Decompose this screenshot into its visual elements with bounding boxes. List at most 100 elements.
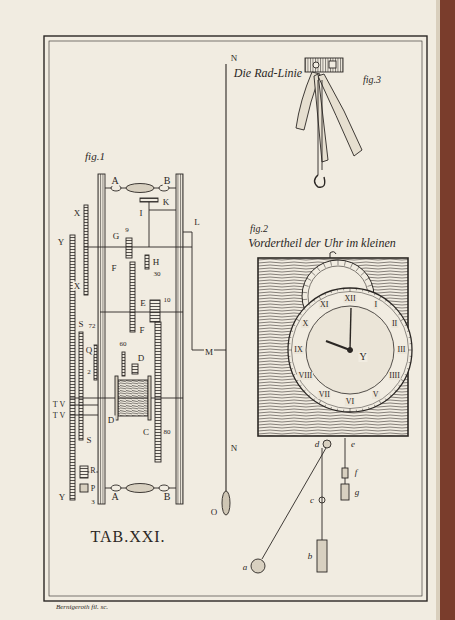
clock-movement-part: [111, 485, 121, 491]
engraving-part-part: [356, 288, 357, 290]
engraving-part-part: [351, 263, 353, 268]
part-letter: T V: [52, 401, 66, 409]
part-letter: L: [193, 218, 201, 227]
engraving-part-part: [390, 304, 391, 305]
engraving-part-part: [330, 407, 332, 409]
suspension-spring-part: [314, 74, 328, 162]
suspension-spring-part: [315, 175, 325, 187]
clock-front: [258, 252, 412, 436]
clock-movement-part: [126, 484, 154, 493]
engraving-part-part: [344, 261, 345, 266]
clock-front-part: [288, 288, 412, 412]
clock-front-part: [292, 292, 409, 409]
engraving-part-part: [374, 405, 376, 407]
clock-movement-part: [222, 491, 230, 515]
part-letter: T V: [52, 412, 66, 420]
clock-movement-part: [150, 300, 160, 322]
engraving-part-part: [356, 410, 357, 412]
part-letter: e: [350, 440, 356, 449]
clock-movement-part: [140, 198, 158, 202]
hour-numeral: XI: [319, 301, 329, 309]
part-letter: I: [139, 209, 144, 218]
clock-front-part: [330, 252, 336, 258]
tooth-count: 30: [153, 271, 162, 278]
clock-movement-part: [126, 184, 154, 193]
plate-title: TAB.XXI.: [89, 529, 166, 545]
part-letter: S: [85, 436, 92, 445]
engraving-part-part: [374, 293, 376, 295]
engraving-part-part: [368, 407, 370, 409]
part-letter: F: [138, 326, 145, 335]
book-edge-part: [436, 0, 440, 620]
engraving-part-part: [337, 289, 338, 291]
clock-movement-part: [130, 262, 135, 332]
figure-caption: Die Rad-Linie: [233, 67, 303, 79]
engraving-part-part: [291, 330, 293, 332]
clock-front-part: [326, 341, 350, 350]
engraving-part-part: [319, 401, 321, 404]
engraving-part-part: [410, 343, 412, 344]
tooth-count: 10: [163, 297, 172, 304]
tooth-count: 3: [90, 499, 96, 506]
engraving-part-part: [343, 410, 344, 412]
clock-movement-part: [100, 312, 183, 313]
engraving-part-part: [407, 330, 409, 332]
hour-numeral: IIII: [388, 372, 401, 380]
hour-numeral: III: [397, 346, 407, 354]
pendulum-and-weights-part: [251, 559, 265, 573]
clock-movement-part: [155, 322, 161, 462]
engraving-part-part: [401, 319, 404, 321]
engraving-part-part: [379, 296, 381, 299]
engraving-part-part: [304, 285, 309, 287]
clock-movement-part: [80, 484, 88, 492]
part-letter: O: [210, 508, 219, 517]
hour-numeral: X: [302, 320, 310, 328]
clock-movement-part: [176, 174, 183, 504]
part-letter: b: [307, 552, 314, 561]
engraving-part-part: [307, 278, 311, 281]
engraving-part-part: [289, 337, 291, 338]
part-letter: E: [139, 299, 147, 308]
book-edge: [436, 0, 455, 620]
clock-movement-part: [149, 202, 150, 247]
engraving-part-part: [323, 263, 325, 268]
engraving-part-part: [288, 350, 292, 351]
part-letter: D: [137, 354, 146, 363]
engraving-part-part: [324, 405, 326, 407]
engraving-part-part: [379, 401, 381, 404]
engraving-part-part: [343, 288, 344, 290]
engraving-part-part: [361, 272, 365, 275]
clock-movement-part: [94, 345, 97, 380]
engraving-part-part: [401, 379, 404, 381]
part-letter: Q: [85, 346, 94, 355]
clock-movement-part: [145, 255, 149, 269]
suspension-spring-part: [322, 80, 323, 170]
tooth-count: 2: [86, 369, 92, 376]
suspension-spring-part: [329, 61, 336, 68]
pendulum-and-weights-part: [341, 484, 349, 500]
engraving-part-part: [324, 293, 326, 295]
figure-number: fig.2: [249, 224, 269, 234]
engraving-part-part: [300, 385, 302, 386]
clock-movement-part: [149, 210, 176, 211]
tooth-count: 9: [124, 227, 130, 234]
engraving-part-part: [311, 272, 315, 275]
engraving-part-part: [319, 296, 321, 299]
pendulum-and-weights: [251, 438, 349, 573]
engraving-part: [288, 288, 412, 412]
engraving-part-part: [395, 309, 396, 310]
part-letter: Y: [57, 238, 66, 247]
engraving-part-part: [350, 409, 351, 413]
engraving-part-part: [365, 278, 369, 281]
hour-numeral: VI: [345, 398, 355, 406]
part-letter: P: [90, 485, 96, 493]
engraving-part-part: [309, 304, 310, 305]
hour-numeral: VIII: [298, 372, 314, 380]
engraving-part-part: [367, 285, 372, 287]
engraving-part-part: [289, 362, 291, 363]
engraving-part-part: [304, 309, 305, 310]
part-letter: f: [354, 468, 359, 477]
clock-movement-part: [225, 64, 226, 491]
figure-number: fig.1: [84, 151, 106, 162]
clock-movement-part: [118, 380, 148, 416]
